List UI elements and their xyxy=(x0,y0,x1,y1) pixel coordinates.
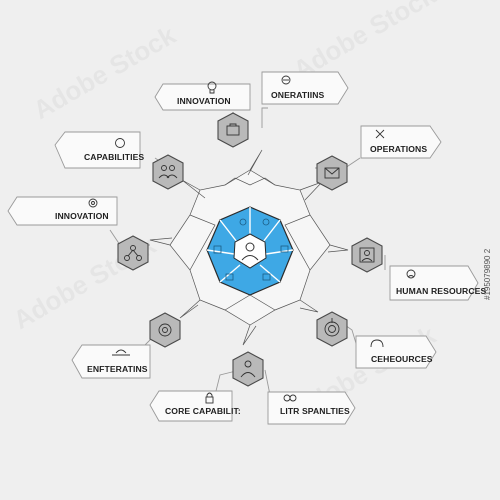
cog-icon xyxy=(262,218,270,226)
node-network xyxy=(117,235,149,271)
label-box-ceheources xyxy=(355,335,437,369)
person-icon xyxy=(240,360,256,378)
brain-icon xyxy=(115,138,125,148)
center-user-icon xyxy=(241,242,259,261)
network-icon xyxy=(124,245,142,261)
node-target xyxy=(316,311,348,347)
cog-icon xyxy=(239,218,247,226)
target-icon xyxy=(324,318,340,337)
label-box-innovation-top xyxy=(154,83,251,111)
node-profile xyxy=(351,237,383,273)
center-cluster xyxy=(206,206,294,296)
label-box-core-capabilit xyxy=(149,390,233,422)
node-gear xyxy=(149,312,181,348)
node-people xyxy=(152,154,184,190)
hexagon-nodes xyxy=(117,112,383,387)
side-code: #195079890 2 xyxy=(483,248,492,300)
label-oneratiins: ONERATIINS xyxy=(271,90,325,100)
label-innovation-top: INNOVATION xyxy=(177,96,231,106)
people-icon xyxy=(158,165,178,179)
user-icon xyxy=(359,247,375,263)
people-icon xyxy=(281,75,291,85)
headset-icon xyxy=(370,339,384,348)
label-litr-spanlties: LITR SPANLTIES xyxy=(280,406,350,416)
padlock-icon xyxy=(205,392,214,404)
gear-icon xyxy=(158,323,172,337)
label-box-enfteratins xyxy=(71,344,151,379)
label-ceheources: CEHEOURCES xyxy=(371,354,433,364)
person-icon xyxy=(406,269,416,279)
screen-icon xyxy=(225,273,234,281)
lightbulb-icon xyxy=(207,81,217,94)
label-box-innovation-left xyxy=(7,196,118,226)
label-box-capabilities xyxy=(54,131,141,169)
label-core-capabilit: CORE CAPABILIT: xyxy=(165,406,241,416)
label-box-operations xyxy=(360,125,442,159)
gear-icon xyxy=(88,198,98,208)
label-operations: OPERATIONS xyxy=(370,144,427,154)
envelope-icon xyxy=(324,167,340,179)
label-human-resources: HUMAN RESOURCES xyxy=(396,286,486,296)
briefcase-icon xyxy=(226,123,240,136)
node-person xyxy=(232,351,264,387)
group-icon xyxy=(283,394,297,402)
label-enfteratins: ENFTERATINS xyxy=(87,364,148,374)
node-envelope xyxy=(316,155,348,191)
label-boxes xyxy=(7,71,479,425)
sunrise-icon xyxy=(112,349,130,356)
label-icons xyxy=(88,75,416,404)
svg-text:Adobe Stock: Adobe Stock xyxy=(28,19,181,125)
label-box-human-resources xyxy=(389,265,479,301)
tablet-icon xyxy=(280,245,289,253)
label-innovation-left: INNOVATION xyxy=(55,211,109,221)
label-texts: INNOVATION ONERATIINS OPERATIONS CAPABIL… xyxy=(55,90,486,416)
node-briefcase xyxy=(217,112,249,148)
chart-icon xyxy=(213,245,222,254)
tools-icon xyxy=(375,129,385,139)
label-capabilities: CAPABILITIES xyxy=(84,152,144,162)
camera-icon xyxy=(262,273,271,281)
